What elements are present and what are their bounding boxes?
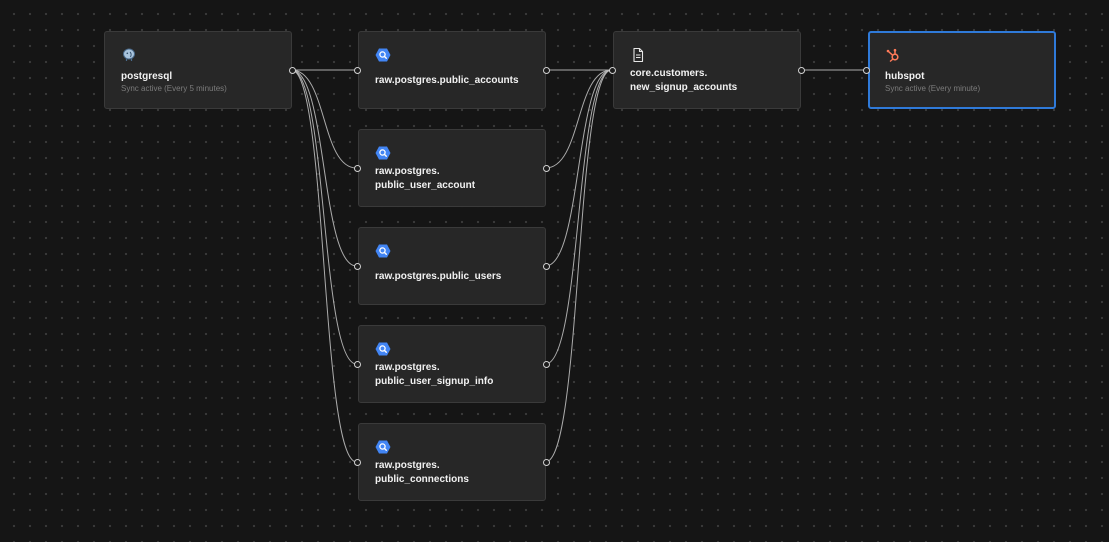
input-port-public-users[interactable] [354,263,361,270]
node-hubspot[interactable]: hubspot Sync active (Every minute) [868,31,1056,109]
edge-postgresql-to-public_connections [291,69,357,463]
node-title-line2: new_signup_accounts [630,82,738,93]
output-port-public-connections[interactable] [543,459,550,466]
input-port-public-accounts[interactable] [354,67,361,74]
bigquery-icon [375,146,391,160]
node-new-signup-accounts[interactable]: core.customers. new_signup_accounts [613,31,801,109]
edge-public_user_account-to-new_signup_accounts [545,69,612,169]
output-port-new-signup-accounts[interactable] [798,67,805,74]
output-port-public-user-account[interactable] [543,165,550,172]
node-postgresql[interactable]: postgresql Sync active (Every 5 minutes) [104,31,292,109]
bigquery-icon [375,48,391,62]
node-public-users[interactable]: raw.postgres.public_users [358,227,546,305]
node-public-user-account[interactable]: raw.postgres. public_user_account [358,129,546,207]
node-title-line2: public_connections [375,474,469,485]
node-public-accounts[interactable]: raw.postgres.public_accounts [358,31,546,109]
node-sync-status: Sync active (Every minute) [885,84,981,93]
output-port-public-accounts[interactable] [543,67,550,74]
output-port-postgresql[interactable] [289,67,296,74]
input-port-hubspot[interactable] [863,67,870,74]
bigquery-icon [375,440,391,454]
document-icon [633,47,644,63]
node-title: raw.postgres. [375,362,440,373]
node-title-line2: public_user_signup_info [375,376,494,387]
edge-postgresql-to-public_user_account [291,69,357,169]
input-port-public-connections[interactable] [354,459,361,466]
node-title: postgresql [121,71,173,82]
hubspot-icon [886,48,899,63]
input-port-public-user-account[interactable] [354,165,361,172]
node-title: raw.postgres.public_accounts [375,75,519,86]
node-title: raw.postgres.public_users [375,271,502,282]
node-title: hubspot [885,71,925,82]
bigquery-icon [375,244,391,258]
edge-public_users-to-new_signup_accounts [545,69,612,267]
edge-public_connections-to-new_signup_accounts [545,69,612,463]
node-title-line2: public_user_account [375,180,476,191]
postgresql-icon [123,48,135,61]
edge-postgresql-to-public_user_signup_info [291,69,357,365]
input-port-new-signup-accounts[interactable] [609,67,616,74]
edge-postgresql-to-public_users [291,69,357,267]
input-port-public-user-signup-info[interactable] [354,361,361,368]
output-port-public-user-signup-info[interactable] [543,361,550,368]
node-sync-status: Sync active (Every 5 minutes) [121,84,227,93]
output-port-public-users[interactable] [543,263,550,270]
node-public-connections[interactable]: raw.postgres. public_connections [358,423,546,501]
node-title: raw.postgres. [375,460,440,471]
bigquery-icon [375,342,391,356]
edge-public_user_signup_info-to-new_signup_accounts [545,69,612,365]
node-public-user-signup-info[interactable]: raw.postgres. public_user_signup_info [358,325,546,403]
node-title: core.customers. [630,68,708,79]
node-title: raw.postgres. [375,166,440,177]
